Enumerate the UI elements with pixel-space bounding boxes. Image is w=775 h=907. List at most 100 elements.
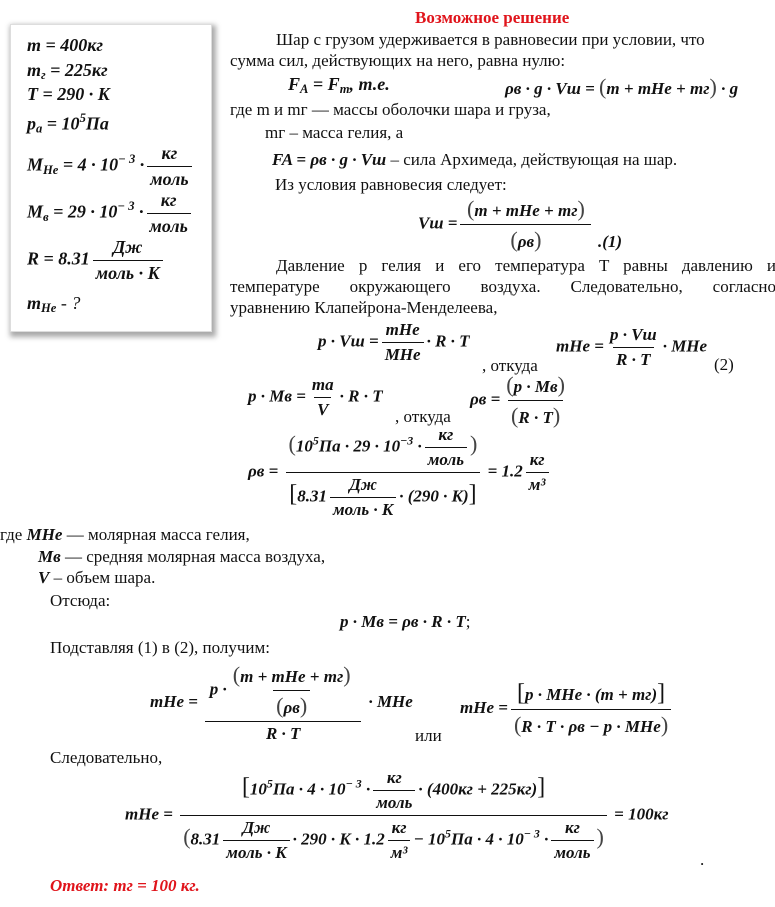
dot: · xyxy=(135,154,145,175)
lhs: mHe = xyxy=(150,691,198,711)
definition-MHe: где MHe — молярная масса гелия, xyxy=(0,525,250,545)
num: кг xyxy=(391,818,407,837)
t: 10 xyxy=(295,436,313,456)
t: · xyxy=(539,829,549,849)
den: ρв xyxy=(273,690,311,719)
sym: m xyxy=(27,60,42,80)
paragraph-line: Из условия равновесия следует: xyxy=(275,175,507,194)
exp: 5 xyxy=(79,111,86,125)
final-dot: . xyxy=(700,850,705,869)
t: – объем шара. xyxy=(49,568,156,587)
t: · xyxy=(361,779,371,799)
exp: 5 xyxy=(445,826,451,841)
formula: FA = ρв · g · Vш xyxy=(272,150,387,169)
exp: 5 xyxy=(266,776,273,791)
definition-Mv: Mв — средняя молярная масса воздуха, xyxy=(38,547,325,567)
lhs: p · Mв = xyxy=(248,386,306,406)
archimedes-line: FA = ρв · g · Vш – сила Архимеда, действ… xyxy=(272,150,677,170)
given-mg: mг = 225кг xyxy=(27,60,108,83)
sym: p xyxy=(27,113,36,134)
den: моль · K xyxy=(92,260,163,284)
sub: He xyxy=(43,162,59,177)
lhs: ρв · g · Vш = xyxy=(505,79,595,98)
num: mHe xyxy=(385,320,420,339)
den: ρв xyxy=(510,232,541,251)
ili-text: или xyxy=(415,726,442,745)
t: 10 xyxy=(249,779,267,799)
solution-title: Возможное решение xyxy=(415,8,570,27)
den: моль xyxy=(146,213,191,237)
den: моль · K xyxy=(329,497,397,520)
paragraph-line: Давление p гелия и его температура T рав… xyxy=(276,256,775,275)
definition-V: V – объем шара. xyxy=(38,568,155,588)
rhs: · MHe xyxy=(662,336,708,356)
fraction: p · Vш R · T xyxy=(607,325,660,370)
t: − 10 xyxy=(413,829,446,849)
equation-1: Vш =m + mHe + mгρв xyxy=(418,196,594,253)
lhs: ρв = xyxy=(248,461,279,481)
paragraph-line: сумма сил, действующих на него, равна ну… xyxy=(230,51,566,70)
t: Па · 4 · 10 xyxy=(450,829,524,849)
paragraph-line: Шар с грузом удерживается в равновесии п… xyxy=(276,30,705,49)
den: R · T xyxy=(613,347,654,370)
sym: Mв xyxy=(38,547,61,566)
t: · (400кг + 225кг) xyxy=(418,779,538,799)
t: · 290 · K · 1.2 xyxy=(292,829,385,849)
num: p · Vш xyxy=(609,325,657,344)
sym: F xyxy=(288,74,301,94)
fraction: m + mHe + mг ρв xyxy=(460,196,592,253)
t: 8.31 xyxy=(297,486,327,506)
numerator: p ·m + mHe + mгρв xyxy=(207,662,360,721)
exp: − 3 xyxy=(345,776,362,791)
t: Па · 29 · 10 xyxy=(318,436,401,456)
exp: − 3 xyxy=(523,826,540,841)
den: моль xyxy=(551,840,594,863)
equation-B: mHe =p · MHe · (m + mг)R · T · ρв − p · … xyxy=(460,680,674,738)
val: = 4 · 10 xyxy=(58,154,119,175)
equation-1-label: .(1) xyxy=(598,232,623,251)
result: = 1.2 xyxy=(487,461,523,481)
sub: A xyxy=(300,82,309,97)
sub: г xyxy=(41,68,46,83)
rhs: · MHe xyxy=(368,691,413,711)
otkuda-text: , откуда xyxy=(395,407,451,426)
text: – сила Архимеда, действующая на шар. xyxy=(386,150,678,169)
den: V xyxy=(314,397,332,420)
den: моль xyxy=(147,166,192,190)
paragraph-line: Отсюда: xyxy=(50,591,111,610)
sub: He xyxy=(41,301,57,316)
num: кг xyxy=(438,425,454,444)
num: m + mHe + mг xyxy=(464,196,588,224)
sub: m xyxy=(339,82,350,97)
lhs: mHe = xyxy=(460,697,508,717)
equation-rho: ρв =p · MвR · T xyxy=(470,372,571,429)
den: R · T · ρв − p · MHe xyxy=(510,709,672,738)
paragraph-line: температуре окружающего воздуха. Следова… xyxy=(230,277,775,296)
num: кг xyxy=(160,190,177,210)
expr: m + mHe + mг xyxy=(606,79,710,98)
rhs: · R · T xyxy=(339,386,383,406)
val: = 225кг xyxy=(45,60,108,80)
fraction: m + mHe + mгρв xyxy=(230,662,354,719)
equation-state: p · Mв = ρв · R · T; xyxy=(340,612,470,632)
exp: −3 xyxy=(400,433,414,448)
sub: a xyxy=(36,121,43,136)
t: Па · 4 · 10 xyxy=(272,779,346,799)
num: m + mHe + mг xyxy=(230,662,354,690)
sym: M xyxy=(27,201,44,222)
